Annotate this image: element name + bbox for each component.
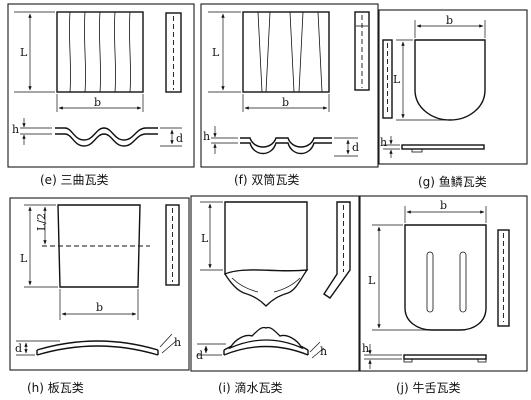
panel-i-tile-side <box>323 201 351 299</box>
panel-i-dim-d: d <box>196 349 203 362</box>
panel-h-dim-L-half: L/2 <box>35 213 48 231</box>
panel-e: L b h d <box>7 3 195 168</box>
panel-i-dim-h: h <box>320 345 327 358</box>
panel-h-frame <box>9 197 190 371</box>
panel-h-dim-d: d <box>15 342 22 355</box>
panel-g: b L h <box>378 9 528 165</box>
panel-h-dim-b: b <box>96 301 103 314</box>
panel-f-dim-h: h <box>203 130 210 143</box>
panel-f: L b h d <box>200 3 379 168</box>
panel-f-tile-front <box>242 11 330 93</box>
panel-j-caption: (j) 牛舌瓦类 <box>396 380 461 395</box>
panel-h: L/2 L b d h <box>9 197 190 371</box>
panel-g-dim-L: L <box>393 73 401 86</box>
panel-i: L d h <box>190 195 360 372</box>
panel-j-frame <box>359 195 528 372</box>
panel-f-frame <box>200 3 379 168</box>
panel-f-tile-side <box>354 11 370 91</box>
panel-e-section <box>55 127 158 141</box>
panel-j-rib-right <box>459 251 467 313</box>
panel-i-tile-front <box>224 201 308 275</box>
panel-j-dim-L: L <box>368 274 376 287</box>
panel-j-rib-left <box>426 251 434 313</box>
panel-g-caption: (g) 鱼鳞瓦类 <box>418 175 487 189</box>
panel-e-caption: (e) 三曲瓦类 <box>40 173 109 187</box>
panel-f-dim-L: L <box>212 46 220 59</box>
panel-e-tile-side <box>165 12 182 93</box>
panel-h-section <box>36 340 159 351</box>
panel-j-section <box>403 354 487 360</box>
panel-f-caption: (f) 双筒瓦类 <box>234 172 299 187</box>
panel-i-frame <box>190 195 360 372</box>
panel-h-tile-side <box>165 204 180 286</box>
panel-h-dim-h: h <box>174 336 181 349</box>
panel-h-dim-L: L <box>20 252 28 265</box>
panel-g-dim-b: b <box>446 14 453 27</box>
panel-g-tile-side <box>382 39 393 119</box>
panel-j-dim-b: b <box>440 199 447 212</box>
panel-g-section <box>401 144 485 150</box>
panel-i-caption: (i) 滴水瓦类 <box>218 380 283 395</box>
panel-h-caption: (h) 板瓦类 <box>27 381 84 395</box>
panel-j-tile-front <box>404 224 487 331</box>
panel-j-tile-side <box>497 229 510 327</box>
panel-e-dim-b: b <box>94 96 101 109</box>
panel-f-dim-b: b <box>282 96 289 109</box>
panel-e-dim-L: L <box>20 46 28 59</box>
panel-j: b L h <box>359 195 528 372</box>
panel-i-dim-L: L <box>201 232 209 245</box>
panel-e-dim-h: h <box>12 123 19 136</box>
panel-e-frame <box>7 3 195 168</box>
panel-e-dim-d: d <box>176 132 183 145</box>
panel-g-frame <box>378 9 528 165</box>
panel-j-dim-h: h <box>362 342 369 355</box>
panel-g-tile-front <box>414 39 486 121</box>
panel-f-dim-d: d <box>352 141 359 154</box>
panel-i-drip-lip <box>224 269 309 307</box>
panel-g-dim-h: h <box>380 136 387 149</box>
panel-h-tile-front <box>57 204 141 288</box>
panel-f-section <box>240 137 332 148</box>
